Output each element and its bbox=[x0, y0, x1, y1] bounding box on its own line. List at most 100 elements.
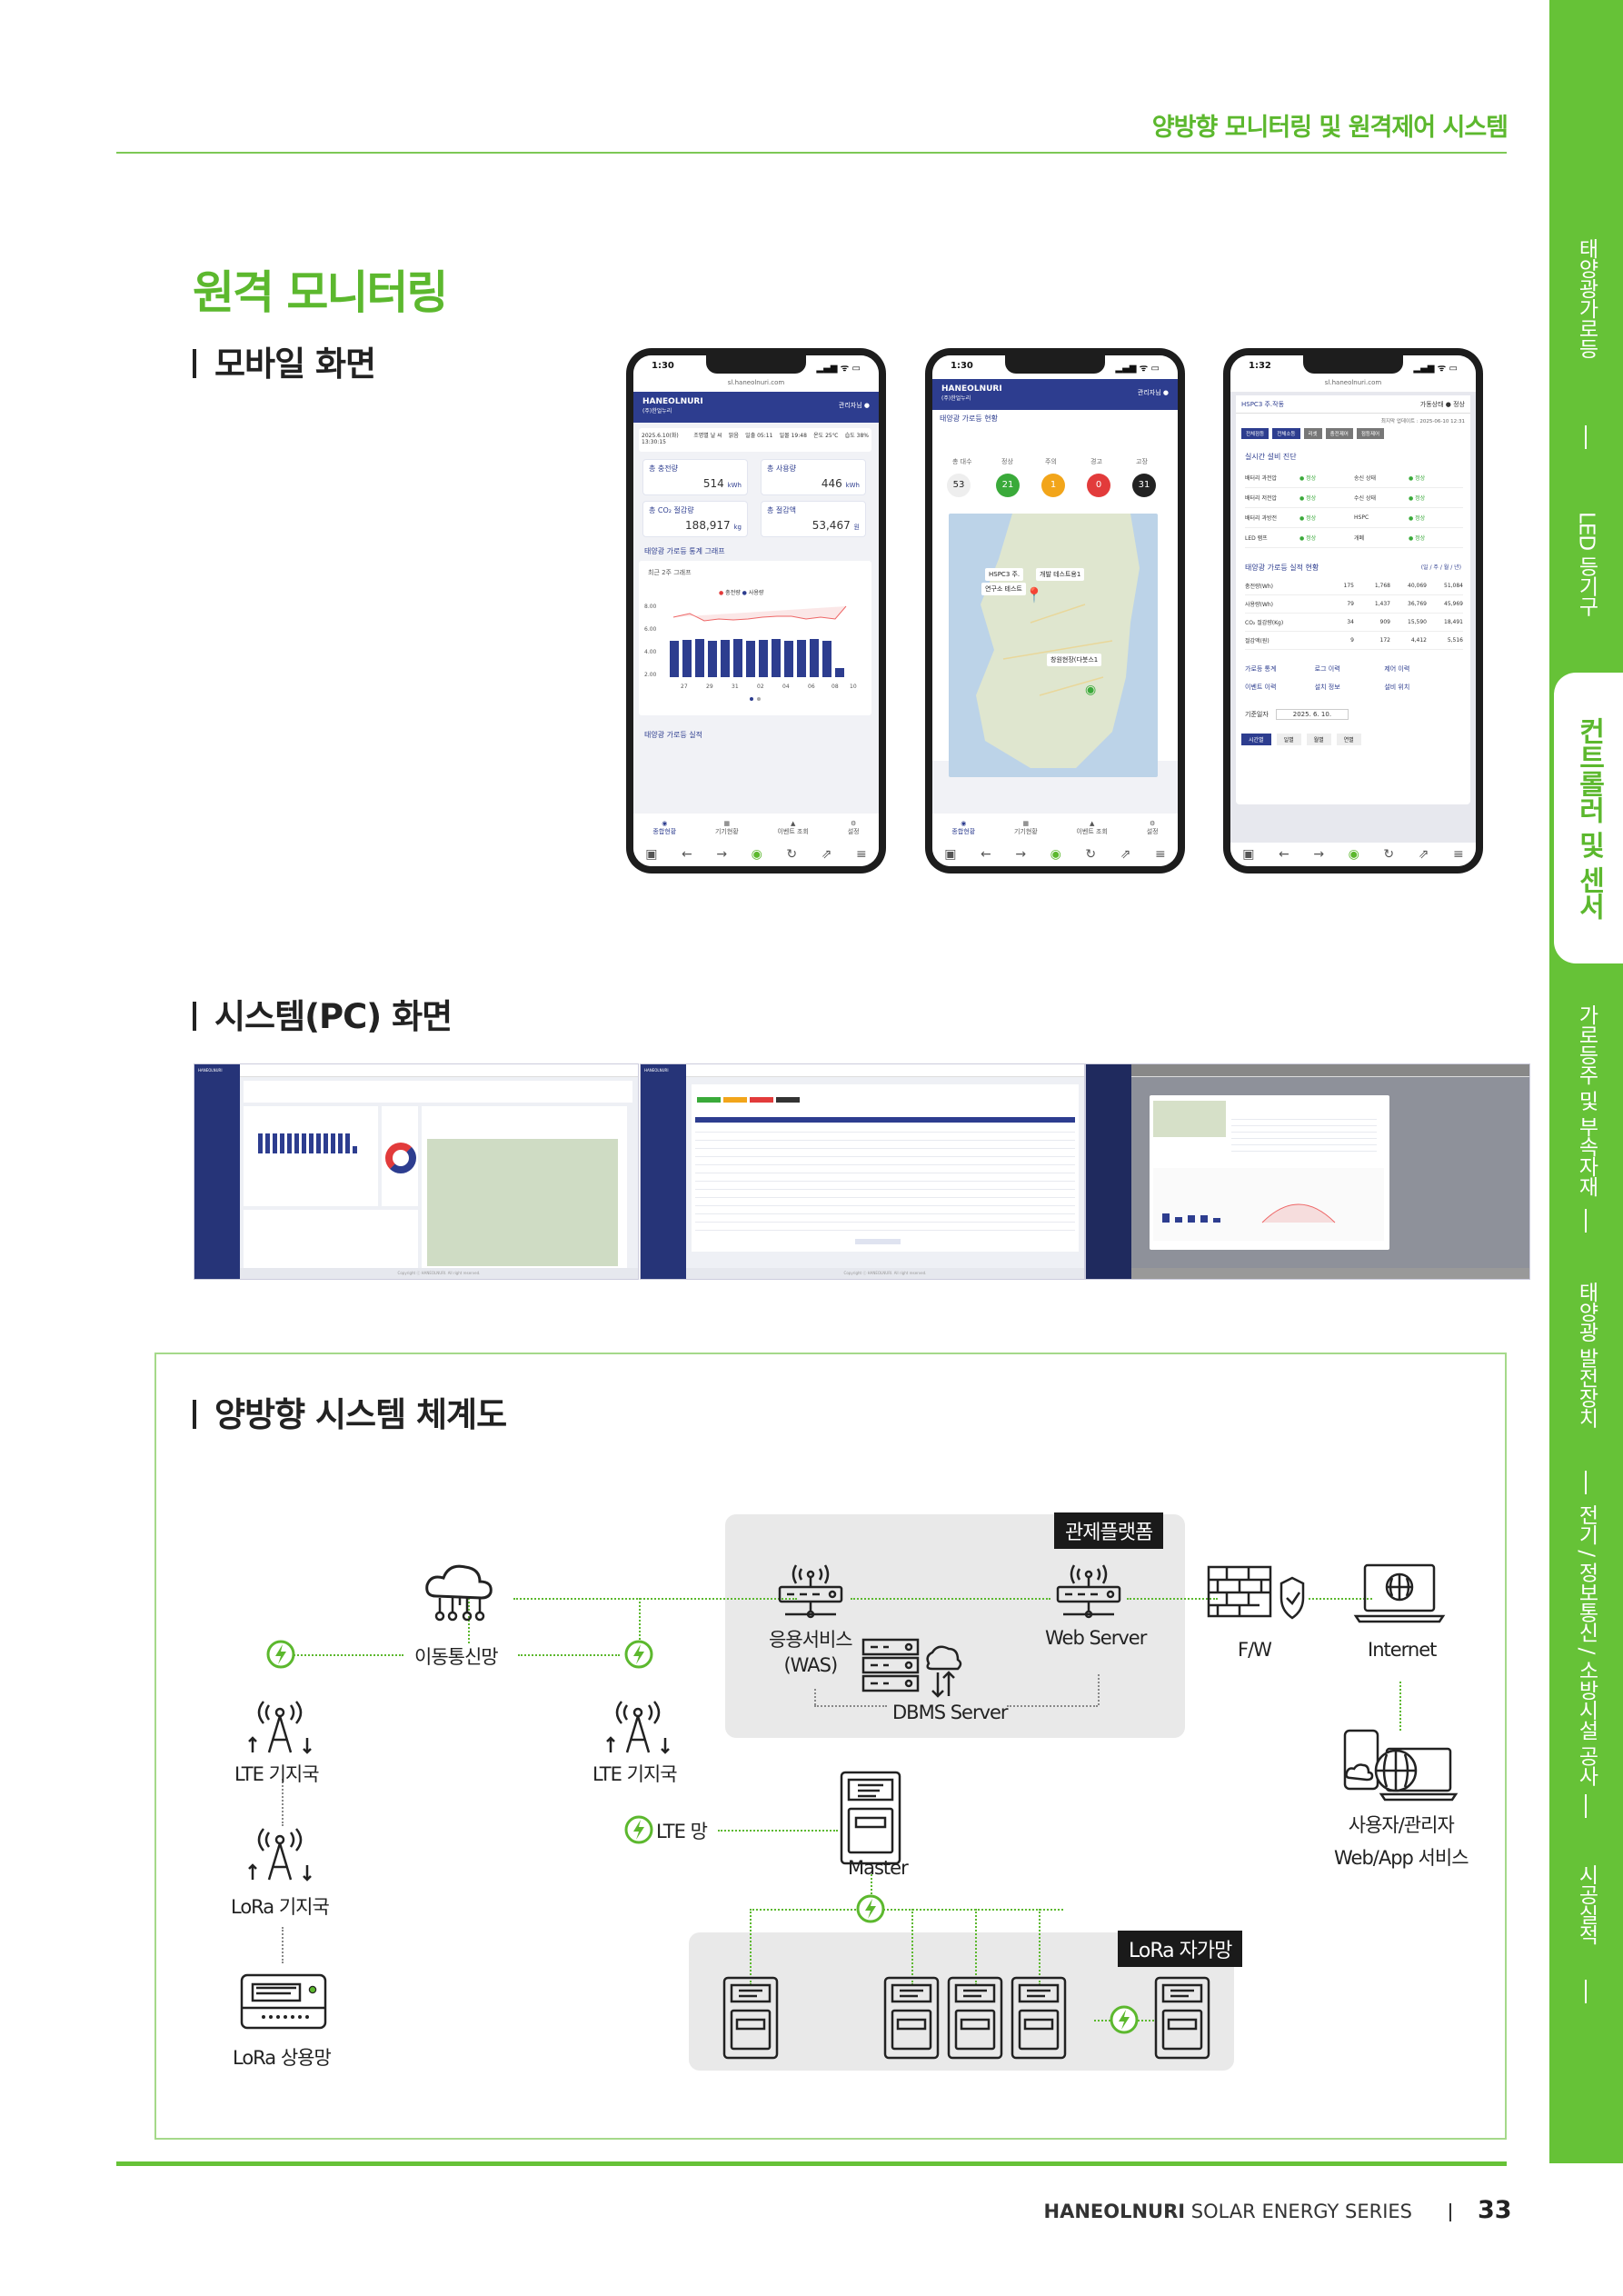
lora-node-icon bbox=[722, 1976, 779, 2060]
pc-chart-bar bbox=[324, 1133, 328, 1153]
chart-bar bbox=[835, 668, 844, 677]
btn-charge[interactable]: 충전제어 bbox=[1325, 428, 1353, 439]
nav-devices[interactable]: ▦기기현황 bbox=[714, 820, 739, 835]
mobile-net-label: 이동통신망 bbox=[414, 1646, 499, 1668]
sidebar-tab-pole[interactable]: 가로등주 및 부속자재 bbox=[1574, 1003, 1598, 1196]
chart-panel: 최근 2주 그래프 ● 충전량 ● 사용량 8.00 6.00 4.00 2.0… bbox=[639, 561, 871, 715]
phone-map: 1:30▂▄▆ ᯤ ▭ HANEOLNURI(주)한얼누리 관리자님 ● 태양광… bbox=[925, 348, 1185, 873]
nav-settings[interactable]: ⚙설정 bbox=[1146, 820, 1159, 835]
footer-series: HANEOLNURI SOLAR ENERGY SERIES bbox=[1043, 2201, 1413, 2222]
sidebar-tab-construction[interactable]: 전기 / 정보통신 / 소방시설 공사 bbox=[1574, 1504, 1598, 1786]
sidebar-divider bbox=[1585, 1794, 1587, 1818]
chart-bar bbox=[772, 639, 781, 677]
lora-network-tag: LoRa 자가망 bbox=[1118, 1931, 1243, 1967]
web-server-label: Web Server bbox=[1045, 1627, 1147, 1649]
app-bar: HANEOLNURI(주)한얼누리 관리자님 ● bbox=[633, 392, 879, 423]
sidebar-tab-controller-sensor[interactable]: 컨트롤러 및 센서 bbox=[1554, 673, 1623, 963]
svg-text:6.00: 6.00 bbox=[644, 626, 657, 633]
control-platform-box bbox=[725, 1514, 1185, 1738]
status-caution: 1 bbox=[1041, 474, 1065, 497]
link-control[interactable]: 제어 이력 bbox=[1384, 665, 1410, 673]
nav-events[interactable]: ▲이벤트 조회 bbox=[777, 820, 809, 835]
link-events[interactable]: 이벤트 이력 bbox=[1245, 684, 1277, 691]
btn-reset[interactable]: 리셋 bbox=[1303, 428, 1322, 439]
lightning-icon bbox=[624, 1640, 653, 1669]
pc-screen-device-popup bbox=[1085, 1063, 1530, 1280]
lte-antenna-icon bbox=[248, 1701, 312, 1754]
web-server-icon bbox=[1056, 1564, 1121, 1619]
sidebar-tab-solar-streetlight[interactable]: 태양광가로등 bbox=[1574, 238, 1598, 358]
link-log[interactable]: 로그 이력 bbox=[1314, 665, 1340, 673]
lte-net-label: LTE 망 bbox=[656, 1821, 708, 1842]
control-platform-tag: 관제플랫폼 bbox=[1054, 1512, 1164, 1549]
chart-bar bbox=[708, 641, 717, 677]
nav-events[interactable]: ▲이벤트 조회 bbox=[1076, 820, 1108, 835]
database-server-icon bbox=[861, 1638, 962, 1698]
master-label: Master bbox=[848, 1857, 909, 1879]
url-bar[interactable]: sl.haneolnuri.com bbox=[633, 379, 879, 392]
pc-screen-device-list: HANEOLNURI Copyright ⓒ HANEOLNURI. All r… bbox=[640, 1063, 1085, 1280]
chart-bar bbox=[695, 639, 704, 677]
page-number: 33 bbox=[1478, 2196, 1512, 2224]
lora-product-label: LoRa 상용망 bbox=[233, 2047, 332, 2069]
chart-bar bbox=[810, 639, 819, 677]
nav-overview[interactable]: ◉종합현황 bbox=[652, 820, 677, 835]
server-icon bbox=[778, 1564, 843, 1619]
system-diagram-frame bbox=[154, 1353, 1507, 2140]
nav-devices[interactable]: ▦기기현황 bbox=[1013, 820, 1038, 835]
btn-yearly[interactable]: 연별 bbox=[1336, 734, 1361, 745]
master-controller-icon bbox=[840, 1771, 901, 1865]
app-bar: HANEOLNURI(주)한얼누리 관리자님 ● bbox=[932, 379, 1178, 410]
nav-settings[interactable]: ⚙설정 bbox=[847, 820, 860, 835]
btn-monthly[interactable]: 월별 bbox=[1306, 734, 1331, 745]
svg-text:31: 31 bbox=[732, 684, 739, 690]
link-stats[interactable]: 가로등 통계 bbox=[1245, 665, 1277, 673]
map[interactable]: HSPC3 주. 개발 테스트용1 연구소 테스트 창원현장(다붓스1 📍 ◉ bbox=[949, 514, 1158, 777]
phone-device-detail: 1:32▂▄▆ ᯤ ▭ sl.haneolnuri.com HSPC3 주.작동… bbox=[1223, 348, 1483, 873]
date-input[interactable]: 2025. 6. 10. bbox=[1275, 709, 1349, 720]
svg-text:4.00: 4.00 bbox=[644, 649, 657, 655]
lora-node-icon bbox=[883, 1976, 940, 2060]
nav-overview[interactable]: ◉종합현황 bbox=[951, 820, 976, 835]
lora-node-icon bbox=[947, 1976, 1003, 2060]
was-label: 응용서비스(WAS) bbox=[769, 1629, 853, 1676]
phone-dashboard: 1:30▂▄▆ ᯤ ▭ sl.haneolnuri.com HANEOLNURI… bbox=[626, 348, 886, 873]
btn-all-off[interactable]: 전체소등 bbox=[1272, 428, 1300, 439]
lora-station-label: LoRa 기지국 bbox=[231, 1896, 330, 1918]
chart-bar bbox=[759, 640, 768, 677]
pc-screen-dashboard: HANEOLNURI Copyright ⓒ HANEOLNURI. All r… bbox=[194, 1063, 639, 1280]
url-bar[interactable]: sl.haneolnuri.com bbox=[1230, 379, 1476, 392]
diagram-heading: 양방향 시스템 체계도 bbox=[193, 1387, 507, 1436]
lte-antenna-icon bbox=[606, 1701, 670, 1754]
btn-hourly[interactable]: 시간별 bbox=[1241, 734, 1271, 745]
link-install[interactable]: 설치 정보 bbox=[1314, 684, 1340, 691]
header-divider bbox=[116, 152, 1507, 154]
btn-daily[interactable]: 일별 bbox=[1276, 734, 1301, 745]
header-title: 양방향 모니터링 및 원격제어 시스템 bbox=[1151, 114, 1508, 142]
btn-lighting[interactable]: 점등제어 bbox=[1356, 428, 1385, 439]
pc-chart-bar bbox=[287, 1133, 292, 1153]
svg-text:27: 27 bbox=[681, 684, 688, 690]
sidebar-tab-solar-generator[interactable]: 태양광 발전장치 bbox=[1574, 1281, 1598, 1428]
sidebar-tab-records[interactable]: 시공실적 bbox=[1574, 1864, 1598, 1944]
sidebar-tab-led[interactable]: LED 등기구 bbox=[1574, 511, 1598, 616]
stats-title: 태양광 가로등 통계 그래프 bbox=[644, 547, 725, 555]
svg-text:29: 29 bbox=[706, 684, 713, 690]
svg-text:2.00: 2.00 bbox=[644, 672, 657, 678]
pc-chart-bar bbox=[273, 1133, 277, 1153]
link-location[interactable]: 설비 위치 bbox=[1384, 684, 1410, 691]
chart-bar bbox=[797, 640, 806, 677]
sidebar-divider bbox=[1585, 1471, 1587, 1494]
status-warning: 0 bbox=[1087, 474, 1110, 497]
bar-chart: 8.00 6.00 4.00 2.00 27 29 31 02 04 06 08… bbox=[644, 604, 857, 701]
lightning-icon bbox=[856, 1894, 885, 1923]
bottom-nav: ◉종합현황 ▦기기현황 ▲이벤트 조회 ⚙설정 bbox=[932, 814, 1178, 843]
btn-all-on[interactable]: 전체점등 bbox=[1241, 428, 1270, 439]
